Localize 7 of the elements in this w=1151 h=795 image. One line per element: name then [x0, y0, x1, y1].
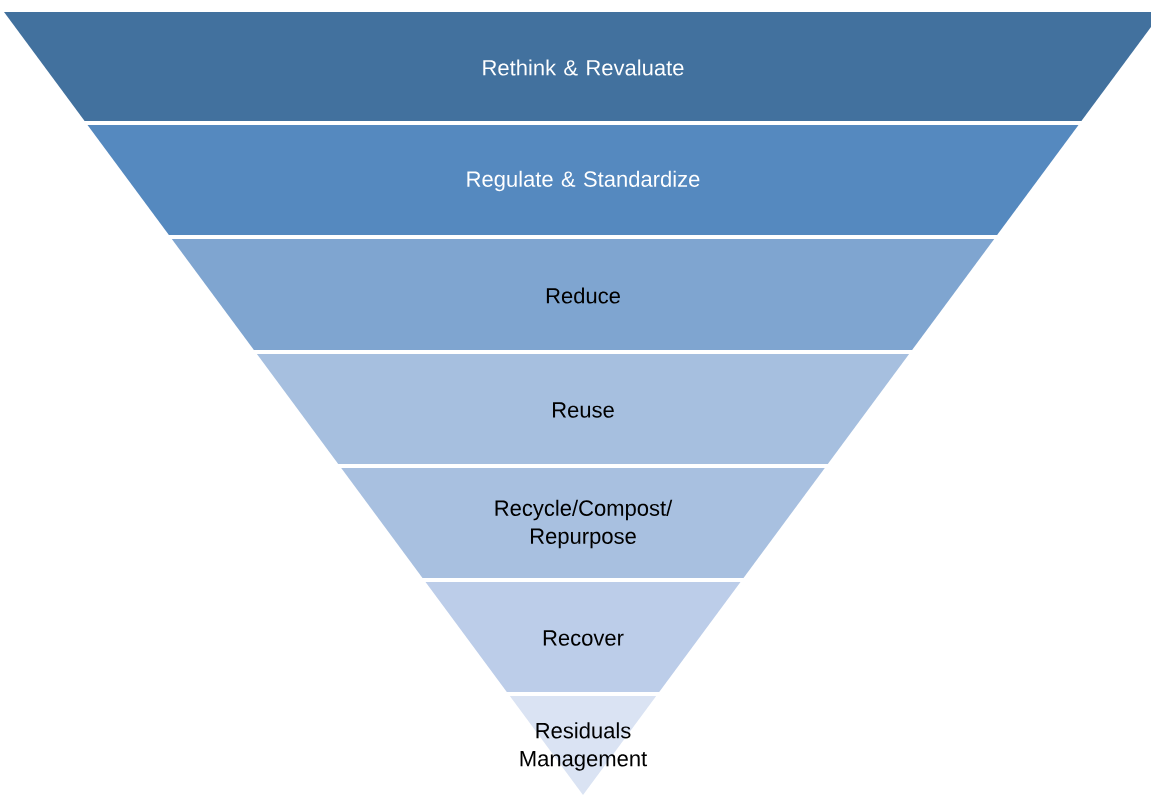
funnel-band: Reuse: [256, 354, 910, 464]
funnel-band: Recycle/Compost/ Repurpose: [341, 468, 825, 578]
funnel-band: Regulate & Standardize: [87, 125, 1079, 235]
funnel-band: Recover: [425, 582, 741, 692]
funnel-band: Rethink & Revaluate: [4, 12, 1151, 121]
funnel-band: Residuals Management: [509, 696, 657, 795]
funnel-band: Reduce: [171, 239, 995, 350]
